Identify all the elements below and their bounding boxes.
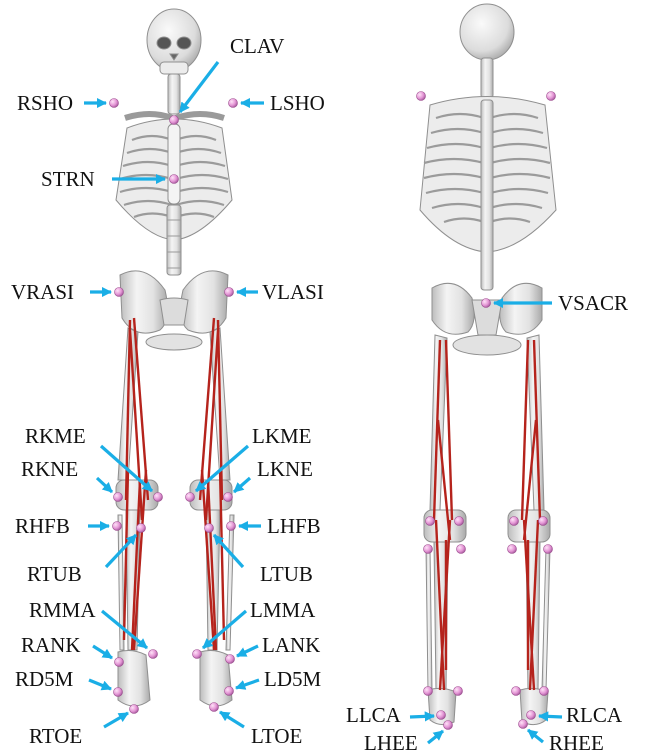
marker-back-rank-out: [540, 687, 549, 696]
marker-vrasi: [115, 288, 124, 297]
marker-ld5m: [225, 687, 234, 696]
marker-back-lsho: [417, 92, 426, 101]
arrow-rtoe: [104, 713, 128, 727]
marker-rank: [115, 658, 124, 667]
marker-rmma: [149, 650, 158, 659]
label-rank: RANK: [21, 633, 81, 657]
arrow-llca: [410, 716, 434, 717]
label-rkne: RKNE: [21, 457, 78, 481]
marker-back-rank-in: [512, 687, 521, 696]
arrow-lank: [237, 646, 258, 656]
label-lhee: LHEE: [364, 731, 418, 755]
marker-vsacr: [482, 299, 491, 308]
marker-rhfb: [113, 522, 122, 531]
marker-rd5m: [114, 688, 123, 697]
marker-rkme: [154, 493, 163, 502]
arrow-ld5m: [236, 680, 259, 688]
label-lsho: LSHO: [270, 91, 325, 115]
marker-ltub: [205, 524, 214, 533]
marker-back-lhfb: [424, 545, 433, 554]
marker-lkne: [224, 493, 233, 502]
marker-back-lank-out: [424, 687, 433, 696]
marker-back-lank-in: [454, 687, 463, 696]
arrow-rhee: [528, 730, 543, 742]
label-rsho: RSHO: [17, 91, 73, 115]
marker-back-rhfb: [544, 545, 553, 554]
marker-clav: [170, 116, 179, 125]
label-lkne: LKNE: [257, 457, 313, 481]
label-lhfb: LHFB: [267, 514, 321, 538]
label-rhfb: RHFB: [15, 514, 70, 538]
marker-rlca: [527, 711, 536, 720]
marker-back-rsho: [547, 92, 556, 101]
marker-lsho: [229, 99, 238, 108]
marker-vlasi: [225, 288, 234, 297]
label-rmma: RMMA: [29, 598, 96, 622]
label-lmma: LMMA: [250, 598, 316, 622]
label-rtub: RTUB: [27, 562, 82, 586]
label-rkme: RKME: [25, 424, 86, 448]
label-vlasi: VLASI: [262, 280, 324, 304]
label-rd5m: RD5M: [15, 667, 74, 691]
marker-llca: [437, 711, 446, 720]
marker-rtub: [137, 524, 146, 533]
marker-lhfb: [227, 522, 236, 531]
arrow-rlca: [539, 716, 562, 717]
label-ltoe: LTOE: [251, 724, 302, 748]
marker-lhee: [444, 721, 453, 730]
arrow-rkne: [97, 478, 112, 492]
marker-back-lknee-out: [426, 517, 435, 526]
marker-back-ltub: [457, 545, 466, 554]
marker-rtoe: [130, 705, 139, 714]
marker-rsho: [110, 99, 119, 108]
marker-back-rtub: [508, 545, 517, 554]
marker-back-lknee-in: [455, 517, 464, 526]
label-clav: CLAV: [230, 34, 284, 58]
marker-back-rknee-out: [539, 517, 548, 526]
label-vsacr: VSACR: [558, 291, 628, 315]
arrow-lhee: [428, 731, 443, 743]
marker-lmma: [193, 650, 202, 659]
marker-strn: [170, 175, 179, 184]
label-rlca: RLCA: [566, 703, 623, 727]
marker-rhee: [519, 720, 528, 729]
marker-back-rknee-in: [510, 517, 519, 526]
label-rtoe: RTOE: [29, 724, 82, 748]
label-strn: STRN: [41, 167, 95, 191]
label-lank: LANK: [262, 633, 320, 657]
label-llca: LLCA: [346, 703, 402, 727]
marker-rkne: [114, 493, 123, 502]
marker-lank: [226, 655, 235, 664]
marker-ltoe: [210, 703, 219, 712]
arrow-lkne: [234, 478, 250, 492]
label-ld5m: LD5M: [264, 667, 321, 691]
arrow-rank: [93, 646, 112, 658]
label-rhee: RHEE: [549, 731, 604, 755]
label-ltub: LTUB: [260, 562, 313, 586]
label-lkme: LKME: [252, 424, 312, 448]
label-vrasi: VRASI: [11, 280, 74, 304]
arrow-ltoe: [220, 712, 244, 727]
marker-lkme: [186, 493, 195, 502]
arrow-rd5m: [89, 680, 111, 689]
